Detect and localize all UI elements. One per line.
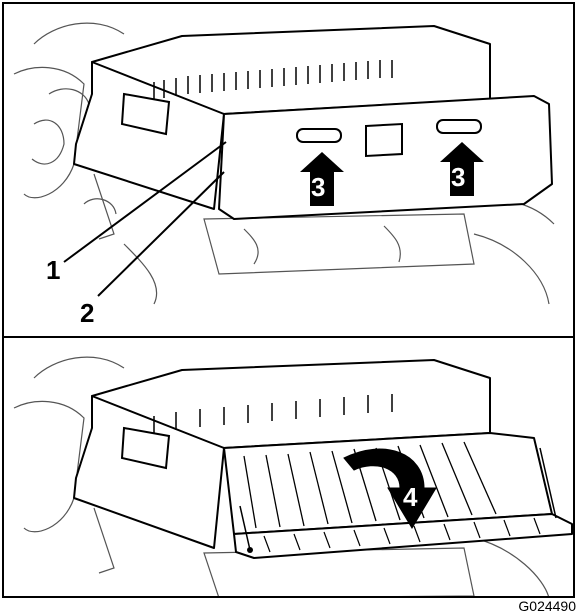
illustration-tailgate-closed: 1 2 3 3 — [13, 22, 555, 328]
callout-2: 2 — [80, 298, 94, 328]
panel-tailgate-open: 4 — [2, 336, 575, 598]
figure-id-code: G024490 — [518, 598, 576, 614]
callout-3-left: 3 — [311, 172, 325, 202]
callout-3-right: 3 — [451, 162, 465, 192]
illustration-tailgate-open: 4 — [13, 356, 573, 596]
callout-1: 1 — [46, 255, 60, 285]
callout-4: 4 — [403, 482, 418, 512]
panel-tailgate-closed: 1 2 3 3 — [2, 2, 575, 338]
